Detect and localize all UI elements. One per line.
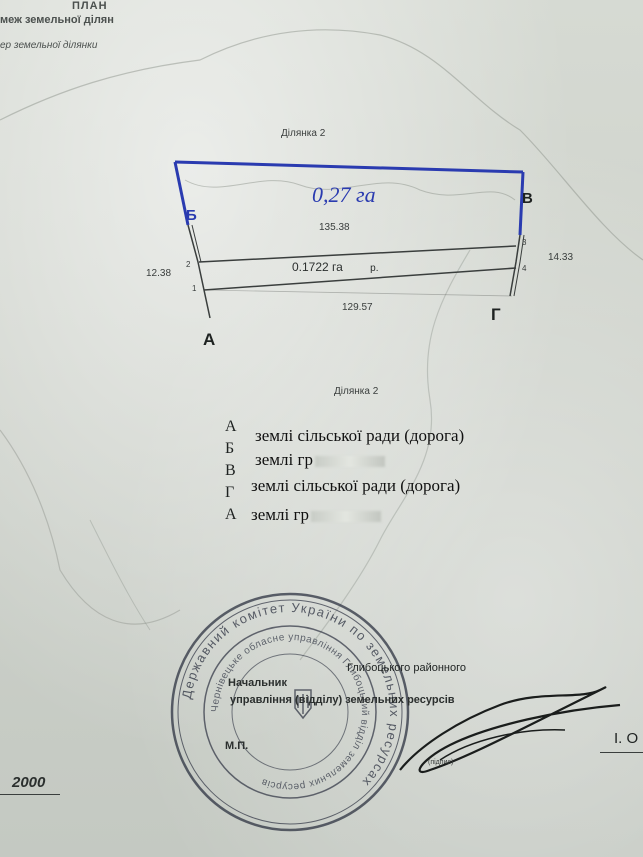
stamp-mp-label: М.П. — [225, 740, 249, 752]
bottom-length-label: 129.57 — [342, 302, 373, 313]
left-side-label: 12.38 — [146, 268, 172, 279]
vertex-v-label: В — [522, 190, 533, 207]
legend-letter-b: Б — [225, 440, 235, 457]
signature-podpys-label: (підпис) — [428, 759, 454, 766]
point-4-label: 4 — [522, 264, 527, 273]
right-side-label: 14.33 — [548, 252, 574, 263]
legend-item-v-text: землі сільської ради (дорога) — [251, 476, 461, 495]
plot-line-1-4 — [203, 267, 517, 291]
legend-item-g-text: землі гр — [251, 505, 309, 524]
vertex-b-label: Б — [186, 207, 197, 224]
legend-item-b-text: землі гр — [255, 450, 313, 469]
legend-letter-a-last: А — [225, 506, 237, 523]
plan-title: ПЛАН — [72, 0, 108, 12]
plot-right-side — [509, 234, 521, 297]
plan-subtitle: меж земельної ділян — [0, 14, 114, 26]
plot-right-blue-boundary — [518, 171, 525, 236]
plot-left-side — [187, 224, 211, 319]
signature-right-underline — [600, 752, 643, 753]
plot-left-blue-boundary — [173, 161, 190, 226]
signature-line2: управління (відділу) земельних ресурсів — [230, 694, 455, 706]
point-2-label: 2 — [186, 260, 191, 269]
area-value: 0.1722 га — [292, 260, 343, 274]
signature-right-initial: І. О — [614, 730, 639, 747]
trident-emblem-icon — [294, 689, 312, 720]
area-suffix: р. — [370, 263, 379, 274]
signature-line1-suffix: Глибоцького районного — [347, 662, 467, 674]
signature-line1-prefix: Начальник — [228, 677, 287, 689]
legend-letter-v: В — [225, 462, 236, 479]
point-3-label: 3 — [522, 238, 527, 247]
plot-line-2-3 — [198, 245, 517, 263]
plot-top-label: Ділянка 2 — [281, 128, 326, 139]
document-year: 2000 — [12, 774, 46, 791]
point-1-label: 1 — [192, 284, 197, 293]
year-underline — [0, 794, 60, 795]
legend-item-a-text: землі сільської ради (дорога) — [255, 426, 465, 445]
redacted-name — [314, 455, 385, 467]
plot-bottom-line — [204, 289, 513, 297]
vertex-a-label: А — [203, 330, 216, 349]
legend-item-g: землі гр — [251, 505, 381, 525]
plot-top-boundary — [174, 160, 524, 174]
vertex-g-label: Г — [491, 305, 501, 324]
legend-title: Ділянка 2 — [334, 386, 379, 397]
area-label: 0.1722 га р. — [292, 260, 379, 274]
legend-item-b: землі гр — [255, 450, 385, 470]
legend-letter-g: Г — [225, 484, 235, 501]
redacted-name — [310, 510, 381, 522]
handwritten-area: 0,27 га — [312, 182, 376, 207]
legend-letter-a: А — [225, 418, 237, 435]
plan-subtitle-line2: ер земельної ділянки — [0, 40, 98, 51]
top-length-label: 135.38 — [319, 222, 350, 233]
